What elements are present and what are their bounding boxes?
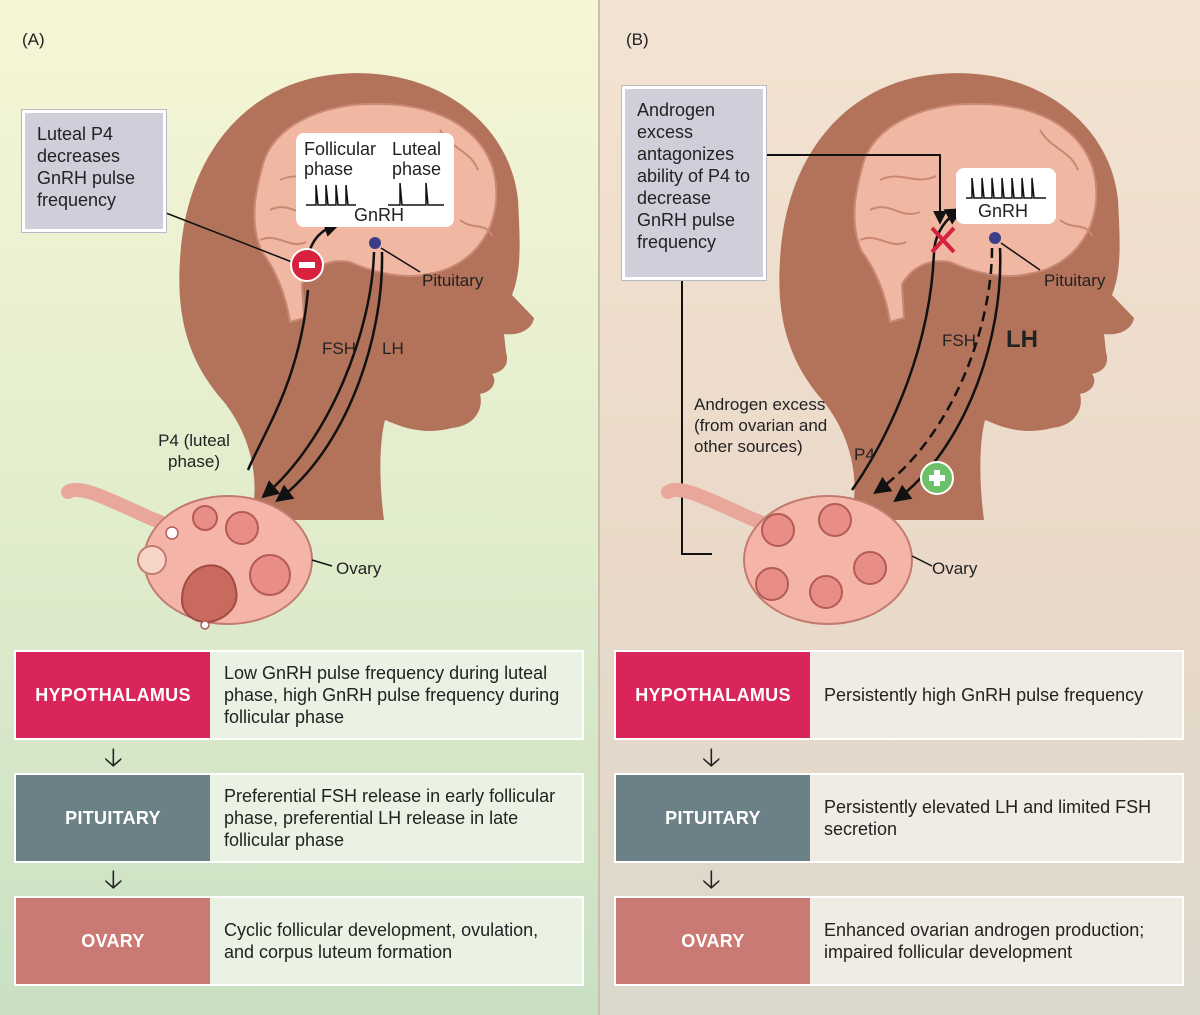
gnrh-label: GnRH [354,205,405,225]
lh-label: LH [1006,326,1038,353]
p4-label: P4 (luteal phase) [158,431,230,471]
luteal-phase-label: Luteal phase [392,139,442,179]
follicular-phase-label: Follicular phase [304,139,377,179]
fsh-arrow [261,251,376,499]
panel-b-letter: (B) [626,30,649,49]
pituitary-gland [369,237,381,249]
panel-a: (A) Luteal P4 decreases GnRH pulse frequ… [0,0,598,1015]
ovary-illustration [61,482,313,630]
lh-arrow [275,251,384,503]
hypothalamus-desc: Low GnRH pulse frequency during luteal p… [224,663,560,727]
stimulation-icon [920,461,954,495]
pulse-trace [966,177,1046,199]
hypothalamus-tag: HYPOTHALAMUS [616,652,810,738]
panel-b: (B) Androgen excess antagonizes ability … [600,0,1200,1015]
ovary-label: Ovary [932,559,978,578]
p4-label: P4 [854,445,875,464]
fsh-arrow [873,247,994,495]
gnrh-pulse-box: Follicular phase Luteal phase GnRH [296,133,454,227]
pituitary-label: Pituitary [422,271,484,290]
inhibition-icon [290,248,324,282]
panel-a-letter: (A) [22,30,45,49]
hypothalamus-tag: HYPOTHALAMUS [16,652,210,738]
panel-a-illustration [61,73,534,630]
panel-b-note: Androgen excess antagonizes ability of P… [622,86,766,280]
down-arrow-icon: 🡣 [104,742,123,772]
down-arrow-icon: 🡣 [702,742,721,772]
blocked-x-icon [930,226,956,254]
row-pituitary: PITUITARY Preferential FSH release in ea… [14,773,584,863]
lh-label: LH [382,339,404,358]
down-arrow-icon: 🡣 [702,864,721,894]
androgen-label: Androgen excess (from ovarian and other … [694,395,828,456]
fsh-label: FSH [942,331,976,350]
row-pituitary: PITUITARY Persistently elevated LH and l… [614,773,1184,863]
row-ovary: OVARY Cyclic follicular development, ovu… [14,896,584,986]
ovary-tag: OVARY [16,898,210,984]
ovary-desc: Cyclic follicular development, ovulation… [224,920,539,962]
row-ovary: OVARY Enhanced ovarian androgen producti… [614,896,1184,986]
pituitary-tag: PITUITARY [16,775,210,861]
ovary-illustration [661,482,913,625]
pituitary-tag: PITUITARY [616,775,810,861]
pulse-traces [306,182,444,206]
gnrh-label: GnRH [978,201,1029,221]
panel-a-note: Luteal P4 decreases GnRH pulse frequency [22,110,166,232]
pituitary-desc: Persistently elevated LH and limited FSH… [824,797,1152,839]
gnrh-pulse-box: GnRH [956,168,1056,224]
down-arrow-icon: 🡣 [104,864,123,894]
ovary-desc: Enhanced ovarian androgen production; im… [824,920,1145,962]
row-hypothalamus: HYPOTHALAMUS Low GnRH pulse frequency du… [14,650,584,740]
pituitary-label: Pituitary [1044,271,1106,290]
hypothalamus-desc: Persistently high GnRH pulse frequency [824,685,1144,705]
p4-arrow [850,251,936,491]
fsh-label: FSH [322,339,356,358]
ovary-label: Ovary [336,559,382,578]
ovary-tag: OVARY [616,898,810,984]
pituitary-desc: Preferential FSH release in early follic… [224,786,556,850]
pituitary-gland [989,232,1001,244]
row-hypothalamus: HYPOTHALAMUS Persistently high GnRH puls… [614,650,1184,740]
panel-divider [598,0,600,1015]
p4-arrow [246,289,310,471]
